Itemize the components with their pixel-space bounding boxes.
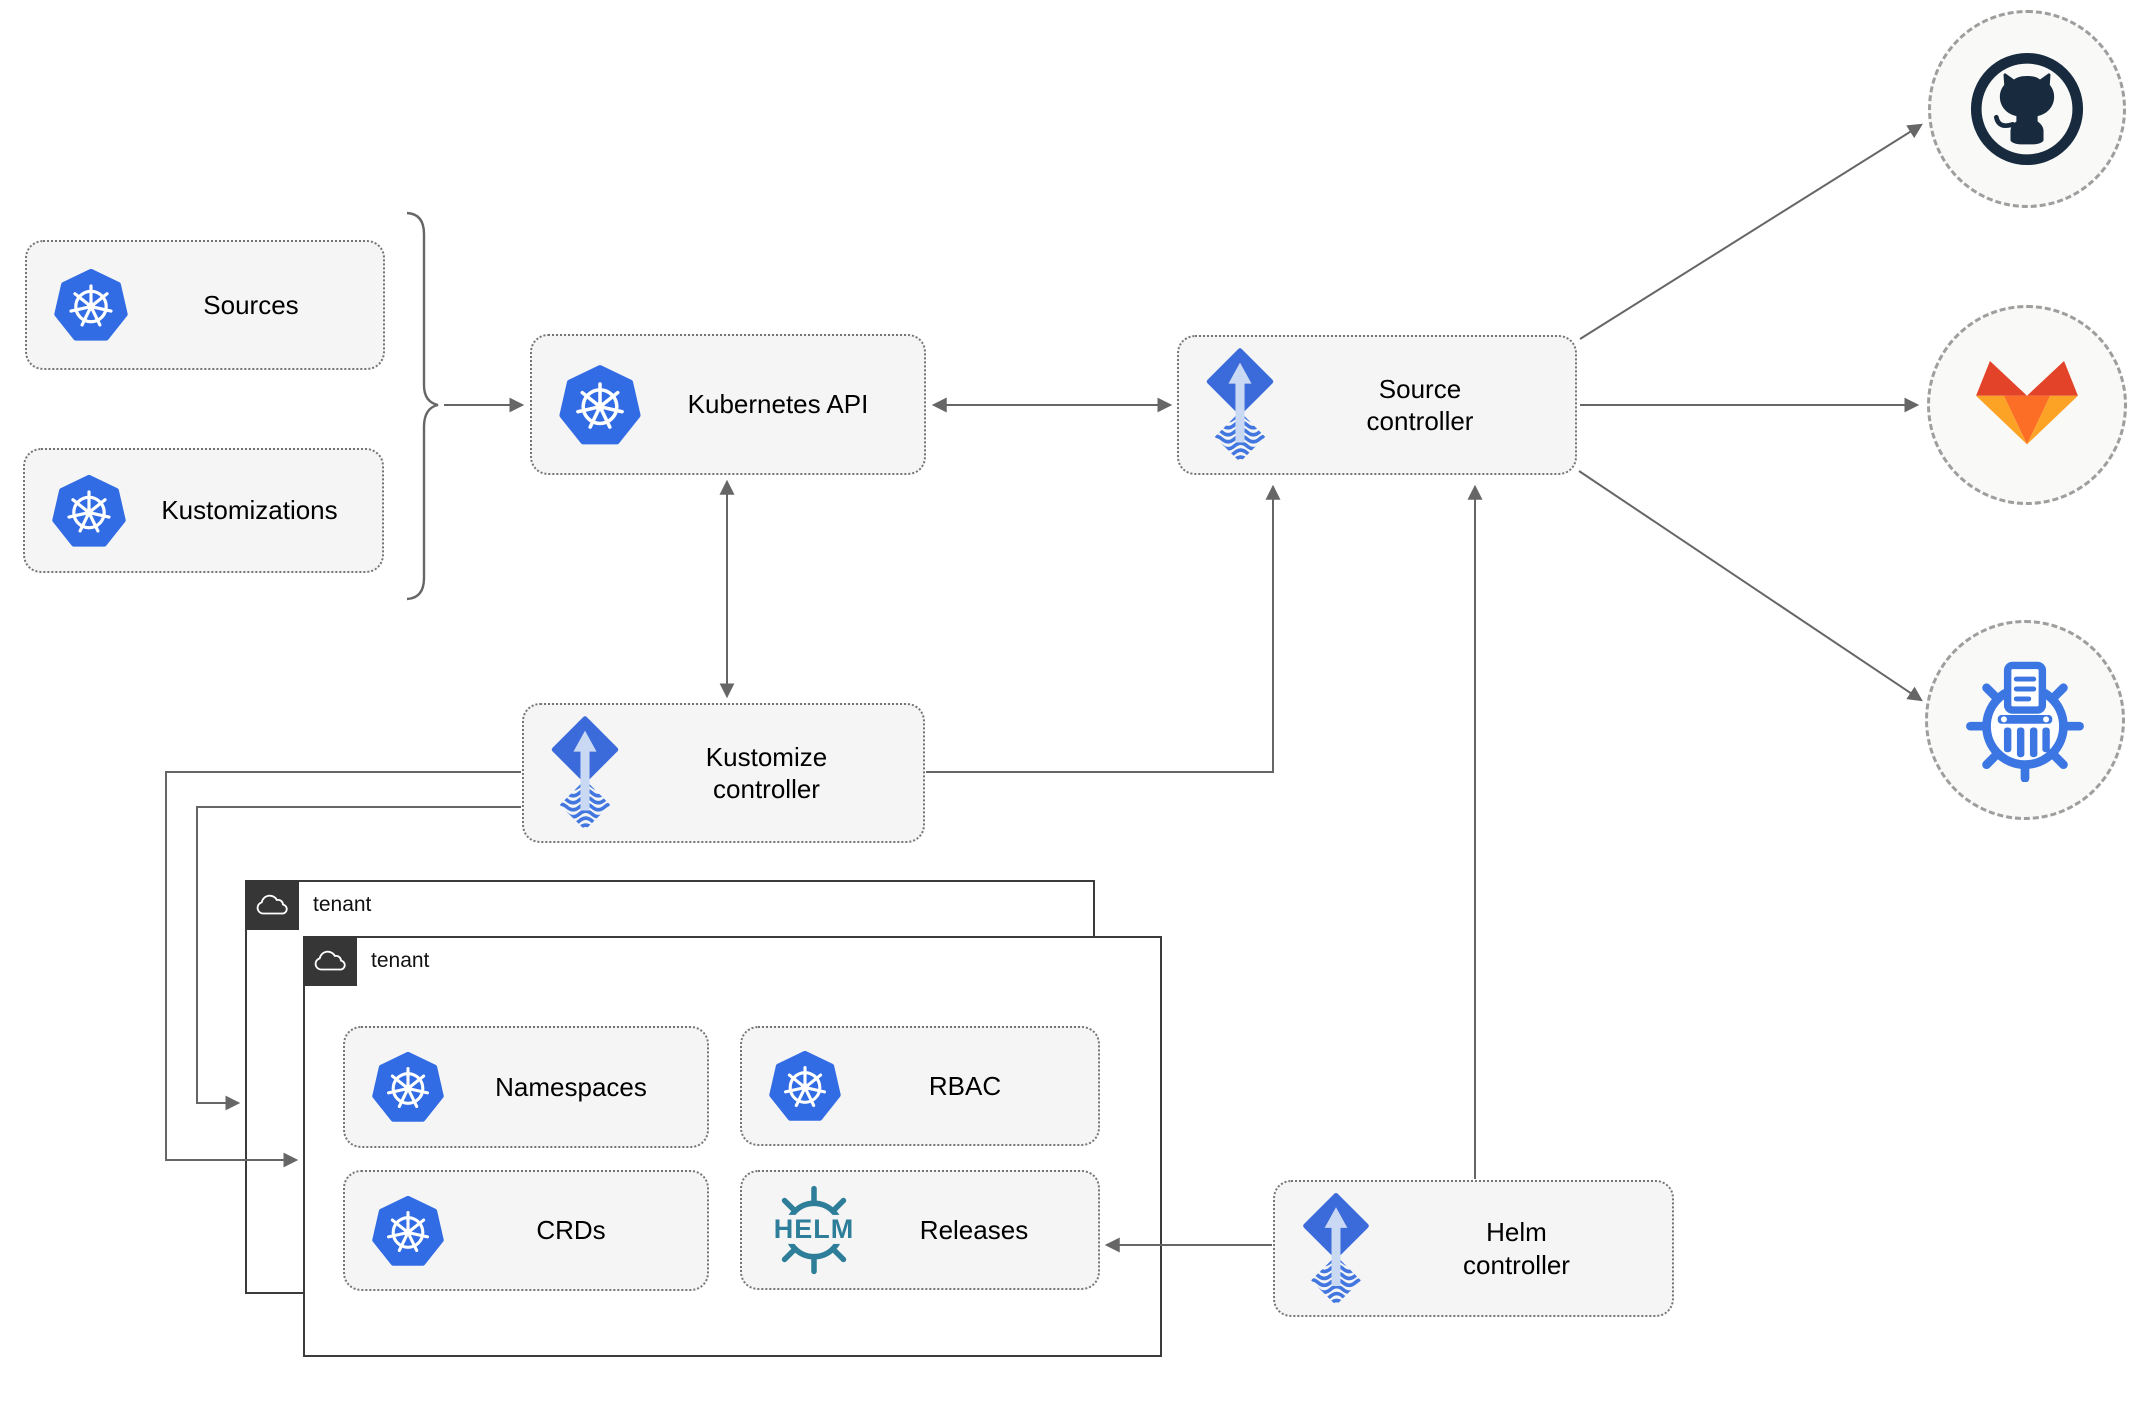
node-label: Source controller: [1366, 373, 1474, 437]
node-label: Kubernetes API: [687, 389, 869, 420]
github-endpoint: [1928, 10, 2126, 208]
node-label: RBAC: [928, 1070, 1002, 1101]
tenant-badge: [302, 935, 357, 986]
kubernetes-icon: [51, 473, 127, 549]
kubernetes-icon: [53, 267, 129, 343]
cloud-icon: [255, 892, 289, 918]
flux-icon: [1301, 1192, 1371, 1306]
edge-sourcectrl-to-github: [1579, 123, 1923, 340]
kubernetes-icon: [371, 1050, 445, 1124]
kubernetes-icon: [768, 1049, 842, 1123]
node-label: Releases: [919, 1214, 1029, 1245]
node-label: Namespaces: [495, 1071, 647, 1102]
edge-sourcectrl-to-helm-repository: [1578, 470, 1923, 702]
cloud-icon: [313, 948, 347, 974]
node-namespaces: Namespaces: [343, 1026, 709, 1148]
node-sources: Sources: [25, 240, 385, 370]
tenant-label: tenant: [313, 893, 372, 916]
node-helm-controller: Helm controller: [1273, 1180, 1674, 1317]
node-label: CRDs: [536, 1215, 606, 1246]
node-source-controller: Source controller: [1177, 335, 1577, 475]
helm-icon: HELM: [768, 1184, 860, 1276]
node-label: Sources: [203, 289, 299, 320]
helm-wordmark: HELM: [771, 1213, 857, 1244]
helm-repository-icon: [1966, 661, 2084, 782]
helm-repository-endpoint: [1925, 620, 2125, 820]
github-icon: [1970, 52, 2084, 166]
node-label: Kustomizations: [161, 495, 338, 526]
tenant-badge: [244, 879, 299, 930]
flux-icon: [550, 715, 620, 831]
gitlab-icon: [1976, 361, 2078, 445]
node-kustomizations: Kustomizations: [23, 448, 384, 573]
node-kustomize-controller: Kustomize controller: [522, 703, 925, 843]
node-rbac: RBAC: [740, 1026, 1100, 1146]
edge-kustomizectrl-to-sourcectrl: [926, 484, 1281, 773]
brace-bracket: [406, 211, 439, 601]
node-crds: CRDs: [343, 1170, 709, 1291]
tenant-label: tenant: [371, 949, 430, 972]
flux-icon: [1205, 347, 1275, 463]
kubernetes-icon: [371, 1194, 445, 1268]
node-kubernetes-api: Kubernetes API: [530, 334, 926, 475]
kubernetes-icon: [558, 363, 642, 447]
gitlab-endpoint: [1927, 305, 2127, 505]
node-label: Helm controller: [1463, 1217, 1570, 1280]
node-releases: HELM Releases: [740, 1170, 1100, 1290]
node-label: Kustomize controller: [705, 741, 828, 805]
